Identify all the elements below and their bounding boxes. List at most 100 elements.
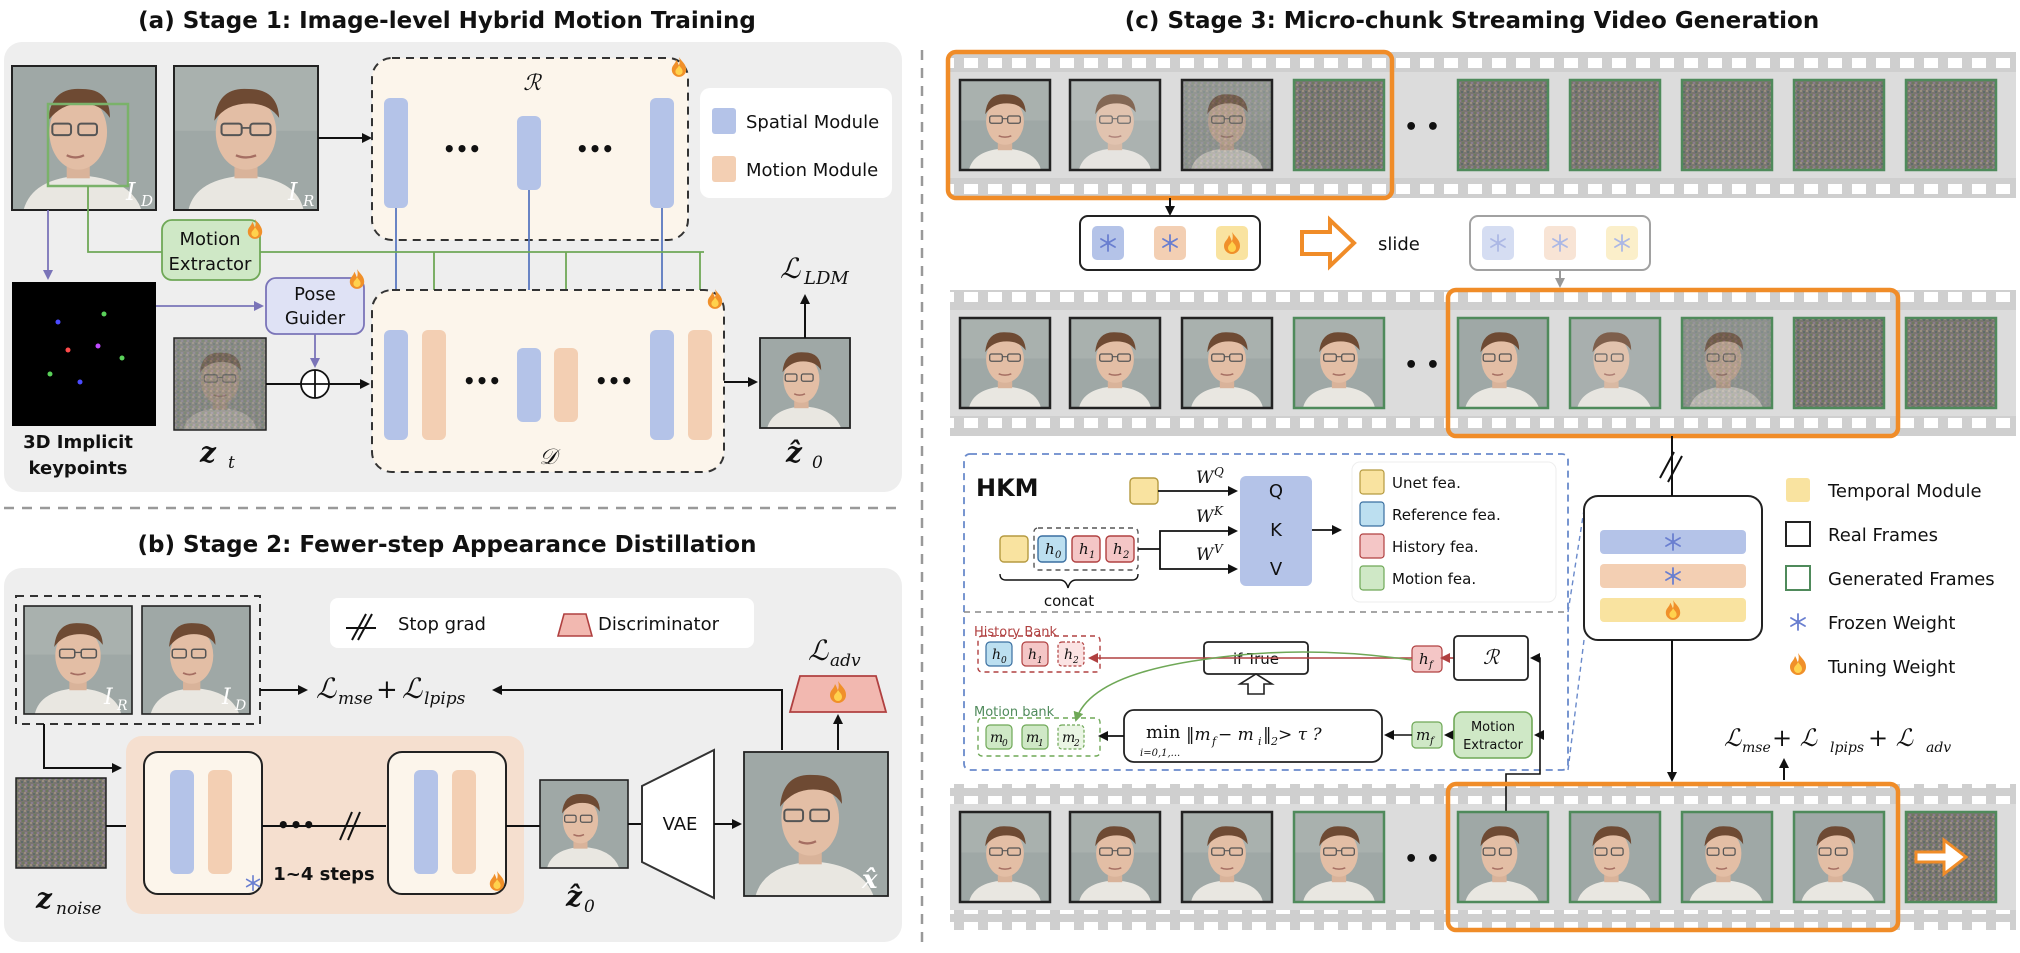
attn-h0: h [1045,540,1055,558]
bank-m1: m [1026,730,1039,746]
denoise-ellipsis-2: ••• [595,369,633,393]
attn-h1-sub: 1 [1089,550,1095,561]
formula-body: ‖m [1186,725,1211,745]
bank-h2: h [1064,647,1073,663]
s2-z0-sub: 0 [584,897,595,917]
denoise-net-label: 𝒟 [539,445,561,470]
mf-sub: f [1429,736,1436,747]
znoise-sub: noise [56,899,101,919]
formula-range: i=0,1,... [1140,748,1180,759]
legend-frozen: Frozen Weight [1828,613,1955,634]
total-loss-l1: ℒ [1724,724,1742,752]
ref-ellipsis-1: ••• [443,137,481,161]
row2-dots: • • [1404,353,1440,378]
legend-temporal: Temporal Module [1827,481,1982,502]
attn-h0-sub: 0 [1055,550,1062,561]
bank-m0-sub: 0 [1002,739,1008,749]
formula-sub-f: f [1211,735,1218,748]
ldm-loss-sub: LDM [803,268,849,289]
s2-z0-image: ẑ 0 [539,779,629,917]
stage3-legend: Temporal Module Real Frames Generated Fr… [1776,462,2008,686]
reference-net-label: ℛ [523,71,542,96]
formula-sub-i: i [1258,735,1262,748]
formula-min: min [1146,722,1181,743]
hf-sub: f [1428,660,1435,671]
frames-row2: • • [958,316,1998,410]
legend-stop-grad: Stop grad [398,614,486,635]
zt-sub: t [228,453,235,473]
discriminator-block: ℒ adv [788,634,888,713]
bank-m0: m [990,730,1003,746]
stage2-loss-formula: ℒ mse + ℒ lpips [316,672,466,709]
hf-label: h [1419,650,1429,668]
attn-h1: h [1079,540,1089,558]
keypoints-label-line2: keypoints [29,458,128,479]
wq-sup: Q [1214,465,1224,479]
legend-history: History fea. [1392,538,1479,556]
keypoints-label-line1: 3D Implicit [23,432,133,453]
stage3-title: (c) Stage 3: Micro-chunk Streaming Video… [1125,8,1819,34]
keypoints-image: 3D Implicit keypoints [12,282,156,479]
plus-sign: + [376,675,398,705]
bank-m2-sub: 2 [1073,739,1080,749]
wk-sup: K [1213,504,1224,518]
hkm-label: HKM [976,474,1039,502]
legend-tuning: Tuning Weight [1827,657,1955,678]
img-d-label: I [125,178,136,206]
attn-h2: h [1113,540,1123,558]
wk-label: W [1196,507,1215,527]
img-r-sub: R [302,192,314,210]
lpips-loss-sub: lpips [424,689,466,709]
motion-extractor: Motion Extractor [161,219,263,281]
hkm-reference-net: ℛ [1483,645,1501,669]
bank-m1-sub: 1 [1038,739,1044,749]
reference-net-block: ℛ ••• ••• [371,57,689,241]
s2-img-d-label: I [221,685,232,710]
total-loss-sub1: mse [1742,740,1771,756]
slide-label: slide [1378,234,1420,255]
wv-label: W [1196,545,1215,565]
znoise-label: z [35,882,53,915]
stage1-title: (a) Stage 1: Image-level Hybrid Motion T… [138,8,756,34]
frames-row3: • • [958,810,1998,904]
pose-guider: Pose Guider [265,269,365,335]
s2-img-d-sub: D [234,698,246,714]
stage2-legend: Stop grad Discriminator [330,598,754,648]
hkm-box: HKM W Q h 0 h 1 h 2 concat W K W V [963,453,1569,771]
row3-dots: • • [1404,847,1440,872]
motion-extractor-line2: Extractor [169,254,252,275]
pose-guider-line1: Pose [294,284,336,305]
window-row3 [1445,781,1901,933]
steps-label: 1~4 steps [273,864,375,885]
ldm-loss-label: ℒ [780,252,801,285]
up-arrow-icon [1237,673,1275,695]
total-loss-plus2: + ℒ [1868,724,1914,752]
z0-label: ẑ [785,436,803,469]
legend-discriminator: Discriminator [598,614,720,635]
next-chunk-arrow-icon [1914,836,1969,878]
s2-img-r-sub: R [116,698,128,714]
v-label: V [1270,559,1283,580]
pose-guider-line2: Guider [285,308,346,329]
legend-motion-label: Motion Module [746,160,878,181]
wq-label: W [1196,468,1215,488]
denoising-net-block: ••• ••• 𝒟 [371,289,725,473]
s2-img-r-label: I [103,685,114,710]
legend-spatial-label: Spatial Module [746,112,879,133]
stage2-input-images: I R I D [15,595,261,725]
history-bank-label: History Bank [974,625,1058,640]
concat-label: concat [1044,592,1094,610]
model-weights-stack [1583,495,1763,641]
hkm-motion-extractor-line2: Extractor [1463,738,1524,753]
formula-tail: > τ ? [1278,725,1322,745]
denoise-ellipsis-1: ••• [463,369,501,393]
s2-z0-label: ẑ [565,880,583,913]
row1-dots: • • [1404,115,1440,140]
mf-label: m [1416,726,1430,744]
vae-block: VAE [641,748,715,900]
bank-h1-sub: 1 [1037,656,1043,666]
legend-unet: Unet fea. [1392,474,1461,492]
bank-m2: m [1062,730,1075,746]
formula-minus: − m [1218,725,1254,745]
